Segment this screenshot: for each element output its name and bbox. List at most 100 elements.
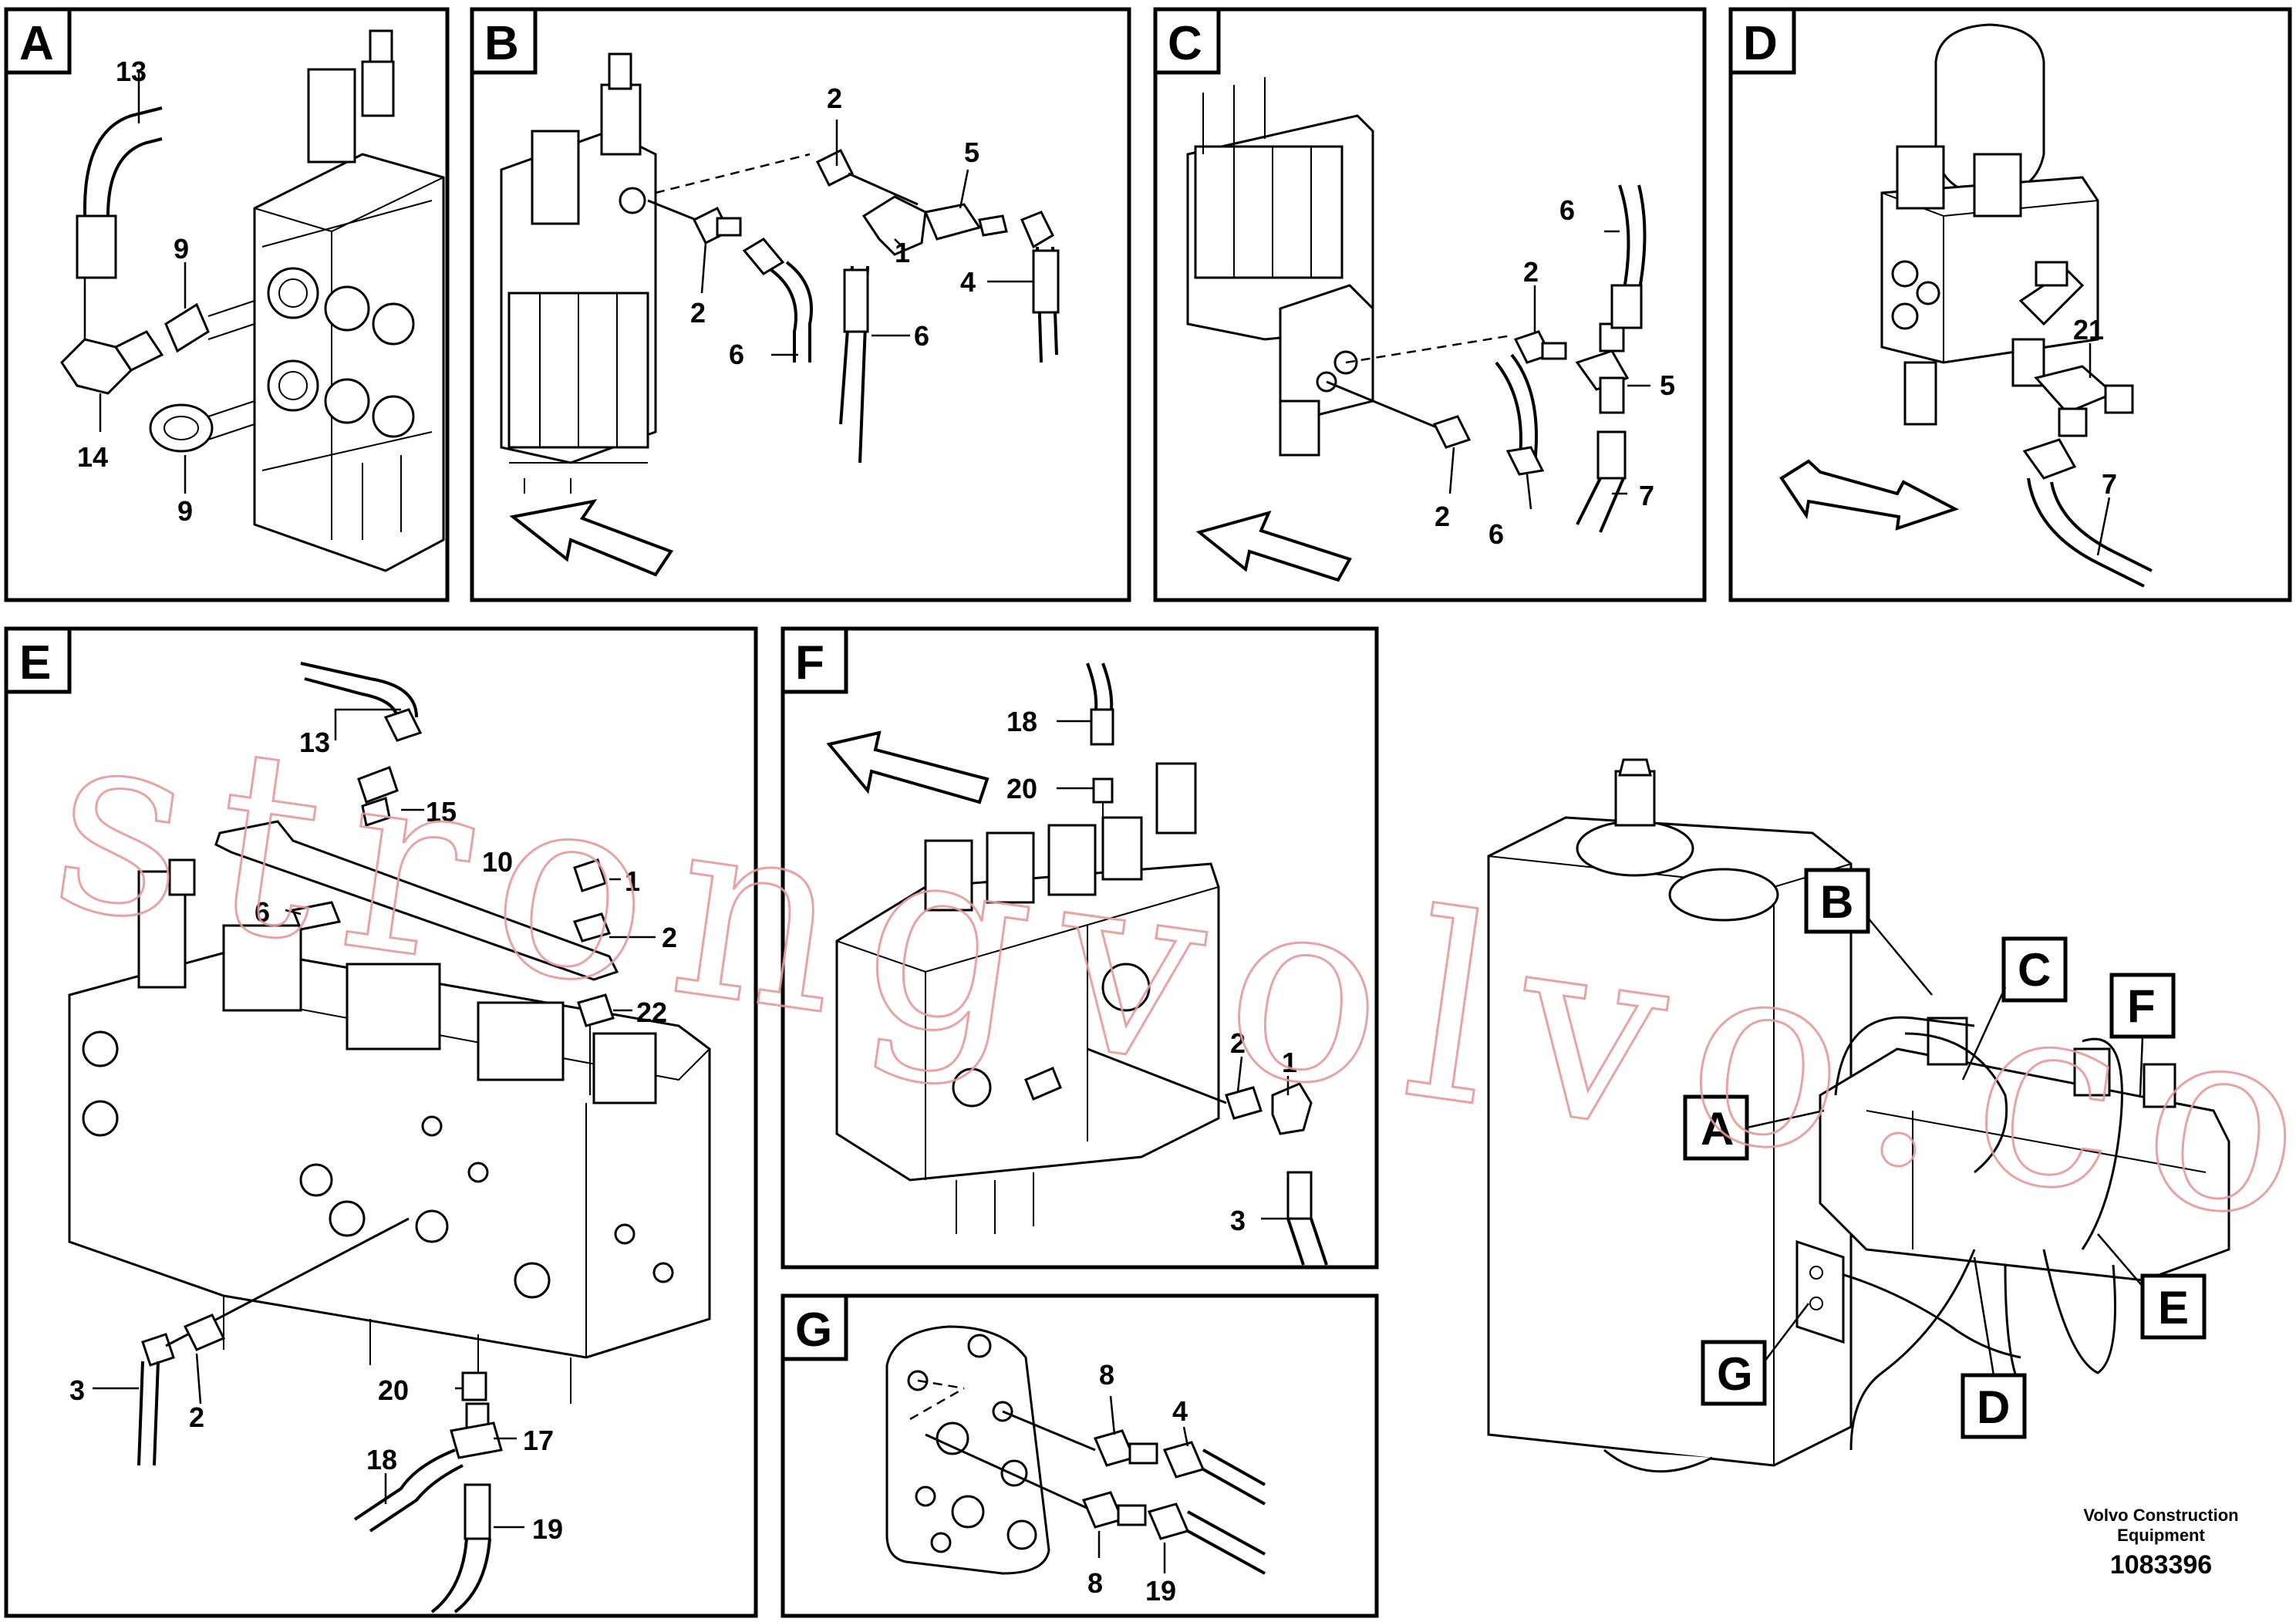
label-e-2-bottom: 2: [189, 1401, 204, 1433]
label-c-7: 7: [1639, 480, 1654, 511]
tee-17: [450, 1371, 503, 1459]
valve-block-d: [1880, 145, 2099, 426]
label-e-15: 15: [426, 796, 457, 828]
flow-arrow-b: [509, 499, 674, 577]
main-control-valve-e: [68, 858, 711, 1404]
callout-b: B: [1804, 868, 1933, 996]
control-valve-block-f: [835, 762, 1220, 1234]
panel-e: E: [4, 626, 758, 1618]
hose-19-g: [1147, 1502, 1266, 1575]
tee-5-c: [1575, 322, 1630, 414]
control-valve-block-b: [500, 52, 657, 494]
callout-a: A: [1683, 1094, 1825, 1161]
label-e-13: 13: [299, 727, 330, 758]
label-c-5: 5: [1660, 369, 1675, 401]
drawing-number: 1083396: [2110, 1550, 2212, 1580]
hose-6-e: [291, 901, 342, 931]
credit-company: Volvo Construction: [2083, 1506, 2238, 1525]
hose-3-f: [1286, 1171, 1328, 1266]
svg-text:C: C: [2018, 944, 2051, 996]
panel-b: B: [470, 7, 1131, 602]
hose-7-d: [2022, 438, 2153, 588]
panel-f: F: [781, 626, 1379, 1270]
label-e-3: 3: [69, 1374, 85, 1406]
flow-arrow-c: [1195, 510, 1352, 582]
label-f-3: 3: [1230, 1205, 1246, 1236]
panel-f-letter: F: [795, 636, 824, 690]
label-c-6: 6: [1559, 194, 1575, 226]
label-a-9-upper: 9: [174, 233, 189, 265]
label-b-6-right: 6: [914, 320, 929, 352]
hose-13-fitting: [76, 214, 117, 279]
hose-4-g: [1162, 1441, 1266, 1506]
callout-f: F: [2109, 973, 2176, 1096]
hose-18-e: [353, 1448, 464, 1533]
panel-e-letter: E: [19, 636, 51, 690]
adapter-15: [357, 766, 399, 827]
hose-18-f: [1086, 663, 1114, 746]
label-e-2-top: 2: [662, 922, 677, 953]
adapter-8-lower: [1081, 1491, 1147, 1529]
elbow-1-f: [1271, 1082, 1313, 1135]
hose-13-e: [300, 662, 423, 742]
panel-c-tag: [1153, 7, 1221, 75]
svg-text:D: D: [1977, 1381, 2010, 1433]
label-g-4: 4: [1172, 1395, 1188, 1427]
bracket-10: [214, 820, 619, 981]
label-d-7: 7: [2102, 468, 2117, 500]
panel-c-letter: C: [1168, 17, 1202, 70]
callout-c: C: [1961, 936, 2068, 1081]
label-b-2-left: 2: [690, 297, 706, 329]
control-valve-block-a: [253, 29, 445, 572]
label-f-2: 2: [1230, 1027, 1246, 1059]
adapter-2-lower-c: [1432, 415, 1472, 449]
panel-g-letter: G: [795, 1303, 832, 1357]
panel-a-tag: [4, 7, 72, 75]
overview-hoses: [1804, 1016, 2123, 1451]
label-e-17: 17: [523, 1425, 554, 1456]
panel-d-tag: [1728, 7, 1796, 75]
label-d-21: 21: [2073, 314, 2104, 346]
credit-division: Equipment: [2117, 1526, 2205, 1545]
label-b-1: 1: [895, 237, 910, 268]
hose-6-c: [1610, 184, 1647, 329]
adapter-2-left: [692, 206, 742, 245]
adapter-2-top: [815, 148, 855, 187]
callout-e: E: [2097, 1233, 2207, 1340]
tee-21: [2034, 365, 2134, 437]
label-f-1: 1: [1282, 1047, 1297, 1078]
adapter-2-e: [183, 1313, 226, 1351]
svg-text:G: G: [1717, 1348, 1753, 1400]
credit-block: Volvo Construction Equipment 1083396: [2083, 1506, 2238, 1580]
label-a-13: 13: [116, 56, 147, 87]
overview-valve: [1819, 1017, 2230, 1282]
label-g-8-lower: 8: [1087, 1567, 1103, 1599]
label-b-4: 4: [960, 266, 976, 298]
adapter-8-upper: [1093, 1429, 1158, 1467]
hose-6-right: [839, 265, 869, 464]
label-b-2-top: 2: [827, 83, 842, 114]
hose-6-lower-c: [1495, 353, 1545, 476]
label-a-9-lower: 9: [177, 495, 193, 527]
callout-d: D: [1961, 1256, 2027, 1439]
panel-f-tag: [781, 626, 848, 694]
panel-g: G: [781, 1293, 1379, 1618]
svg-text:F: F: [2127, 980, 2156, 1032]
label-e-6: 6: [255, 896, 270, 928]
panel-d-letter: D: [1743, 17, 1778, 70]
adapter-9-upper: [164, 300, 255, 353]
panel-a-letter: A: [19, 17, 54, 70]
adapter-2-upper-c: [1513, 330, 1567, 364]
panel-d: D 21 7: [1728, 7, 2292, 602]
overview-plate-g: [1795, 1239, 1845, 1344]
overview-assembly: B C F A E G D: [1487, 758, 2230, 1473]
label-f-18: 18: [1006, 706, 1037, 737]
label-e-1: 1: [625, 865, 640, 897]
label-b-5: 5: [964, 137, 979, 168]
fittings-1-2-22: [572, 858, 615, 1095]
label-e-20: 20: [378, 1374, 409, 1406]
svg-text:B: B: [1820, 876, 1853, 928]
hose-7-c: [1576, 430, 1627, 533]
mounting-plate-g: [885, 1325, 1050, 1575]
